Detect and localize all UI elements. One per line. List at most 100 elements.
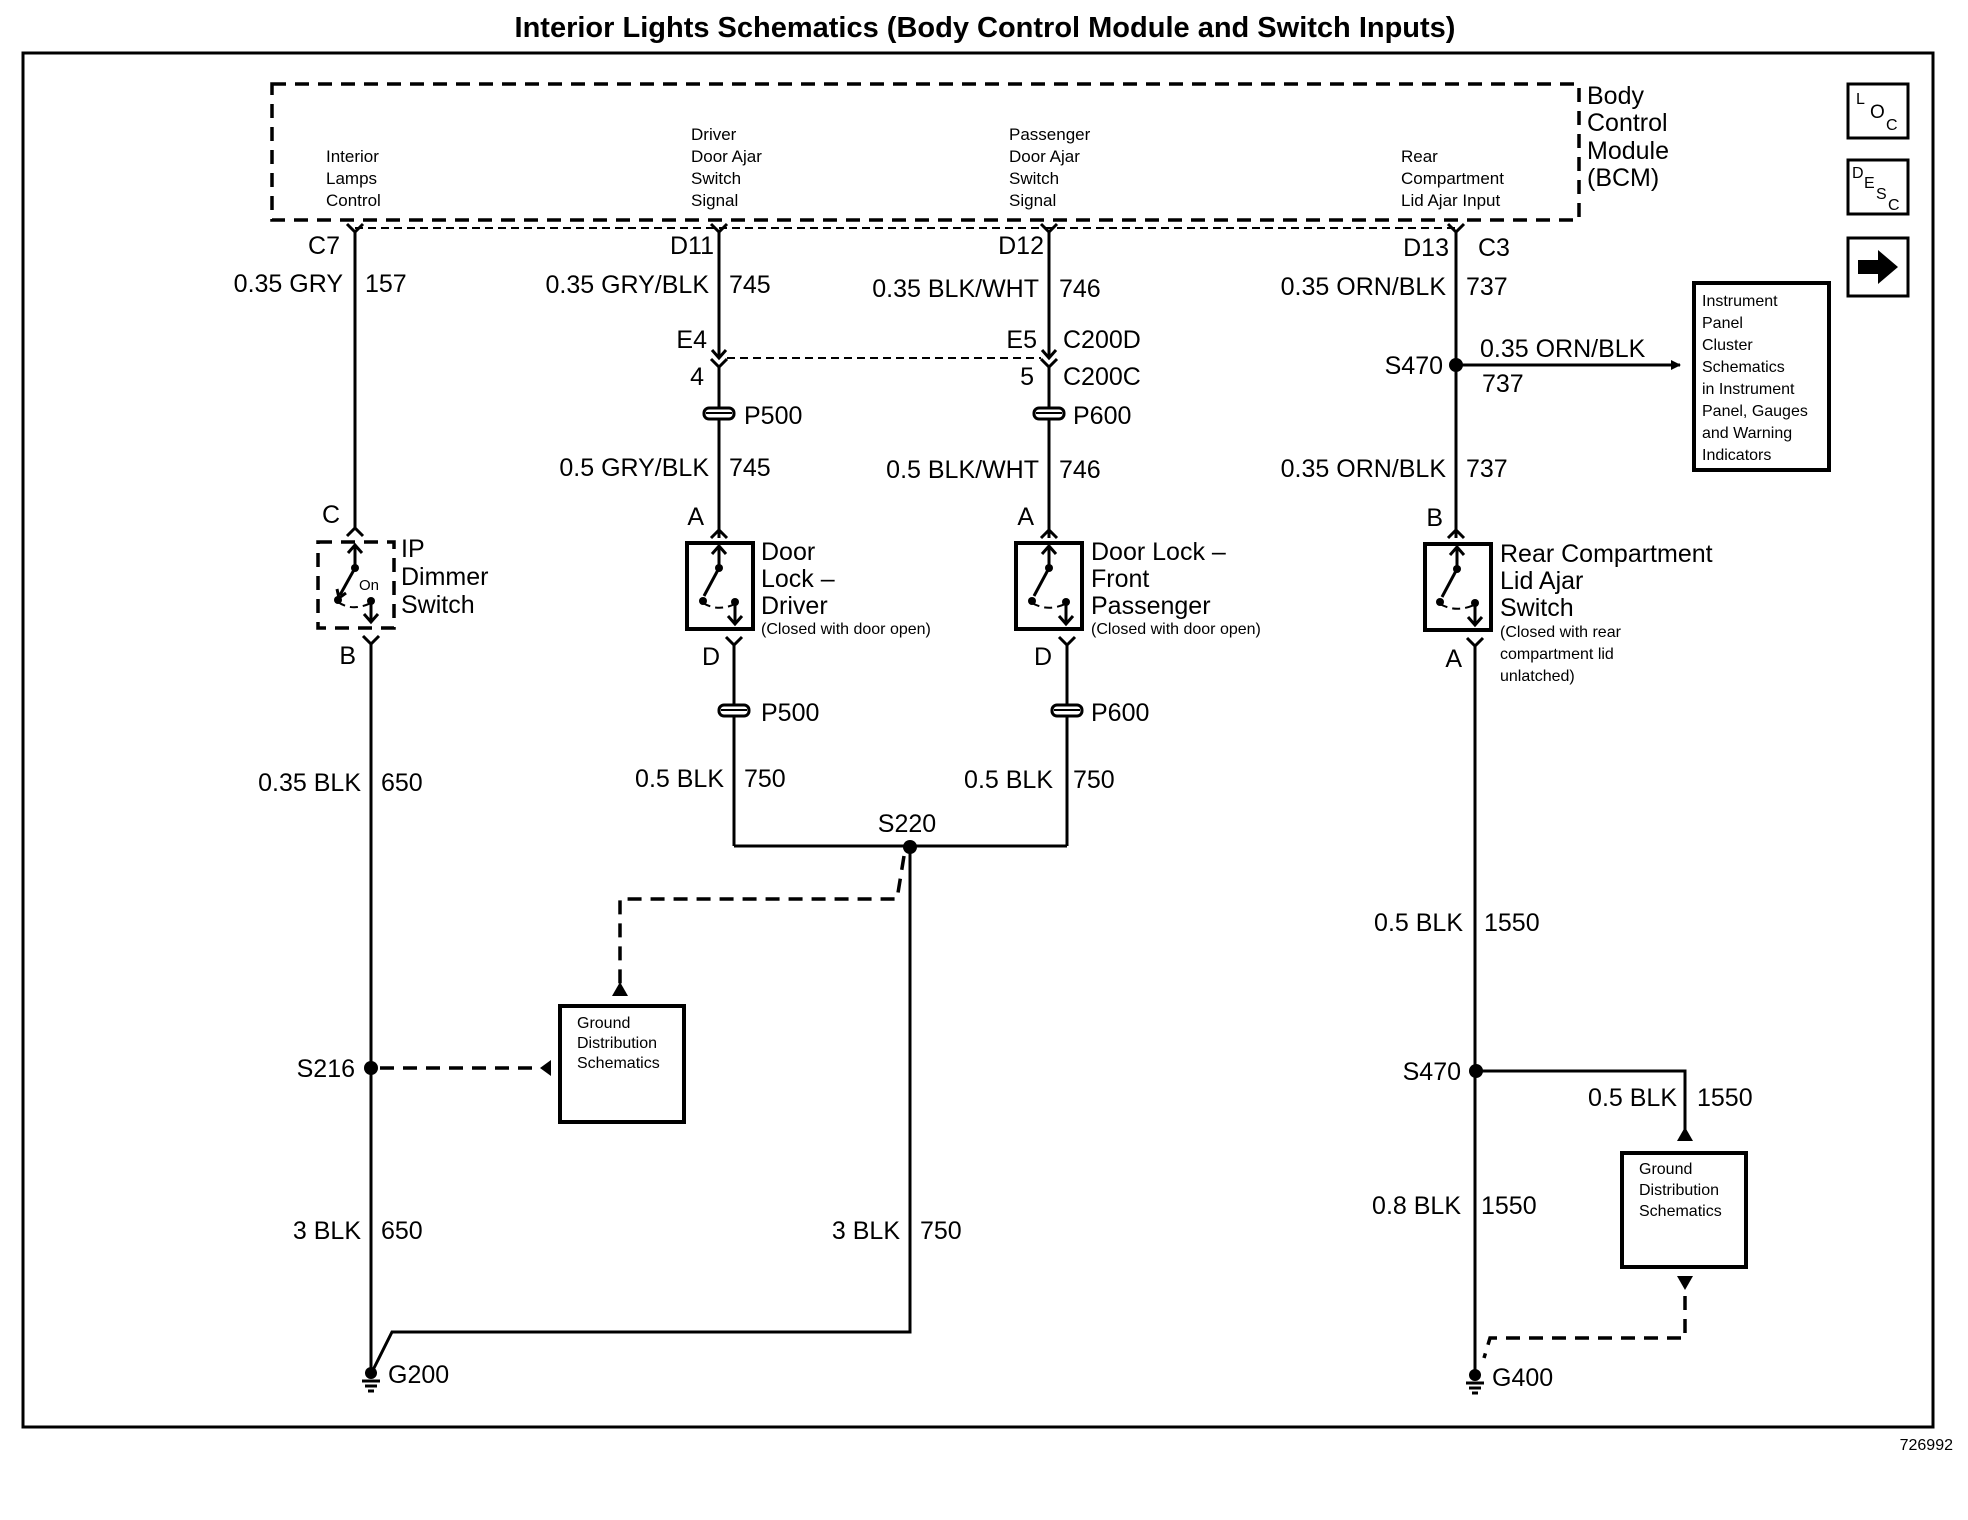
bcm-label-line: Module — [1587, 137, 1669, 165]
ground-dist-link — [1482, 1296, 1687, 1359]
wire-gauge-color: 0.35 BLK/WHT — [872, 275, 1039, 303]
wire-gauge-color: 0.5 BLK/WHT — [886, 456, 1039, 484]
switch-travel-path — [337, 601, 372, 609]
switch-name-line: Door — [761, 538, 815, 566]
switch-arrow-up-icon — [710, 543, 728, 555]
wire-gauge-color: 3 BLK — [293, 1217, 361, 1245]
wire-circuit-number: 750 — [1073, 766, 1115, 794]
pin-label: 5 — [1020, 363, 1034, 391]
wire-circuit-number: 737 — [1482, 370, 1524, 398]
bcm-input-line: Signal — [1009, 191, 1056, 210]
loc-glyph: C — [1886, 117, 1898, 134]
wire-gauge-color: 0.35 GRY/BLK — [545, 271, 709, 299]
splice-label: S470 — [1403, 1058, 1461, 1086]
pin-label: 4 — [690, 363, 704, 391]
wire-circuit-number: 737 — [1466, 273, 1508, 301]
pin-label: A — [687, 503, 704, 531]
pin-label: C — [322, 501, 340, 529]
bcm-input-line: Lid Ajar Input — [1401, 191, 1501, 210]
bcm-input-line: Compartment — [1401, 169, 1504, 188]
wire-circuit-number: 750 — [744, 765, 786, 793]
desc-button[interactable]: D E S C — [1846, 158, 1910, 216]
splice-s220[interactable] — [903, 840, 917, 854]
desc-glyph: C — [1888, 197, 1900, 214]
switch-name-line: Switch — [1500, 594, 1574, 622]
figure-id: 726992 — [1900, 1437, 1953, 1454]
wire-circuit-number: 157 — [365, 270, 407, 298]
box-line: Schematics — [1702, 359, 1785, 376]
box-line: Distribution — [1639, 1182, 1719, 1199]
connector-pin-d — [1057, 635, 1077, 648]
bcm-input-line: Door Ajar — [691, 147, 762, 166]
wire-1550-branch[interactable] — [1476, 1069, 1687, 1133]
wire-gauge-color: 0.8 BLK — [1372, 1192, 1461, 1220]
connector-label: C200D — [1063, 326, 1141, 354]
ground-distribution-box-right[interactable]: Ground Distribution Schematics — [1620, 1151, 1748, 1269]
instrument-panel-cluster-box[interactable]: Instrument Panel Cluster Schematics in I… — [1692, 281, 1831, 472]
connector-pin-a — [1039, 527, 1059, 540]
ground-label: G400 — [1492, 1364, 1553, 1392]
wire-circuit-number: 750 — [920, 1217, 962, 1245]
circuit-rear-compartment: D13 C3 0.35 ORN/BLK 737 S470 0.35 ORN/BL… — [1281, 222, 1831, 1395]
switch-arrow-down-icon — [1466, 616, 1484, 628]
bcm-input-line: Driver — [691, 125, 737, 144]
ip-dimmer-switch-box[interactable] — [316, 540, 396, 630]
ground-dist-link — [618, 855, 906, 985]
pin-label: D — [702, 643, 720, 671]
wire-gauge-color: 0.5 GRY/BLK — [559, 454, 709, 482]
wire-circuit-number: 746 — [1059, 456, 1101, 484]
switch-note: (Closed with door open) — [1091, 621, 1261, 638]
arrow-left-icon — [540, 1060, 551, 1076]
wire-circuit-number: 1550 — [1697, 1084, 1753, 1112]
next-arrow-button[interactable] — [1846, 236, 1910, 298]
box-line: Schematics — [577, 1055, 660, 1072]
bcm-input-line: Lamps — [326, 169, 377, 188]
switch-name-line: Passenger — [1091, 592, 1211, 620]
switch-state-label: On — [359, 577, 379, 594]
bcm-input-interior-lamps: Interior Lamps Control — [326, 147, 381, 210]
wire-750-ground[interactable] — [371, 847, 912, 1371]
pin-label: D13 — [1403, 234, 1449, 262]
wire-circuit-number: 1550 — [1484, 909, 1540, 937]
box-line: Distribution — [577, 1035, 657, 1052]
switch-arrow-up-icon — [1040, 543, 1058, 555]
connector-label: C3 — [1478, 234, 1510, 262]
desc-glyph: D — [1852, 165, 1864, 182]
switch-travel-path — [702, 602, 736, 609]
switch-blade — [1440, 568, 1459, 598]
wire-circuit-number: 745 — [729, 271, 771, 299]
connector-label: C200C — [1063, 363, 1141, 391]
switch-arrow-down-icon — [362, 613, 380, 625]
switch-note: compartment lid — [1500, 646, 1614, 663]
passthrough-label: P600 — [1073, 402, 1131, 430]
loc-button[interactable]: L O C — [1846, 82, 1910, 140]
switch-blade — [702, 567, 721, 597]
right-arrow-icon — [1858, 250, 1898, 284]
switch-arrow-up-icon — [346, 542, 364, 554]
box-line: Cluster — [1702, 337, 1753, 354]
wire-circuit-number: 746 — [1059, 275, 1101, 303]
switch-name-line: Door Lock – — [1091, 538, 1226, 566]
pin-label: C7 — [308, 232, 340, 260]
bcm-input-line: Door Ajar — [1009, 147, 1080, 166]
switch-name-line: Lid Ajar — [1500, 567, 1583, 595]
bcm-input-rear-compartment: Rear Compartment Lid Ajar Input — [1401, 147, 1504, 210]
door-ground-junction: S220 3 BLK 750 — [612, 810, 1067, 1245]
connector-pin-a — [709, 527, 729, 540]
wire-circuit-number: 737 — [1466, 455, 1508, 483]
bcm-input-line: Interior — [326, 147, 379, 166]
connector-pin-b — [361, 634, 381, 647]
bcm-label-line: Body — [1587, 82, 1644, 110]
box-line: Ground — [577, 1015, 630, 1032]
switch-blade — [338, 567, 357, 596]
ground-distribution-box-left[interactable]: Ground Distribution Schematics — [558, 1004, 686, 1124]
bcm-label-line: Control — [1587, 109, 1668, 137]
ground-g400[interactable] — [1469, 1369, 1481, 1381]
splice-s216[interactable] — [364, 1061, 378, 1075]
pin-label: E5 — [1006, 326, 1037, 354]
bcm-label: Body Control Module (BCM) — [1587, 82, 1669, 192]
box-line: in Instrument — [1702, 381, 1795, 398]
box-line: Instrument — [1702, 293, 1778, 310]
desc-glyph: E — [1864, 175, 1875, 192]
